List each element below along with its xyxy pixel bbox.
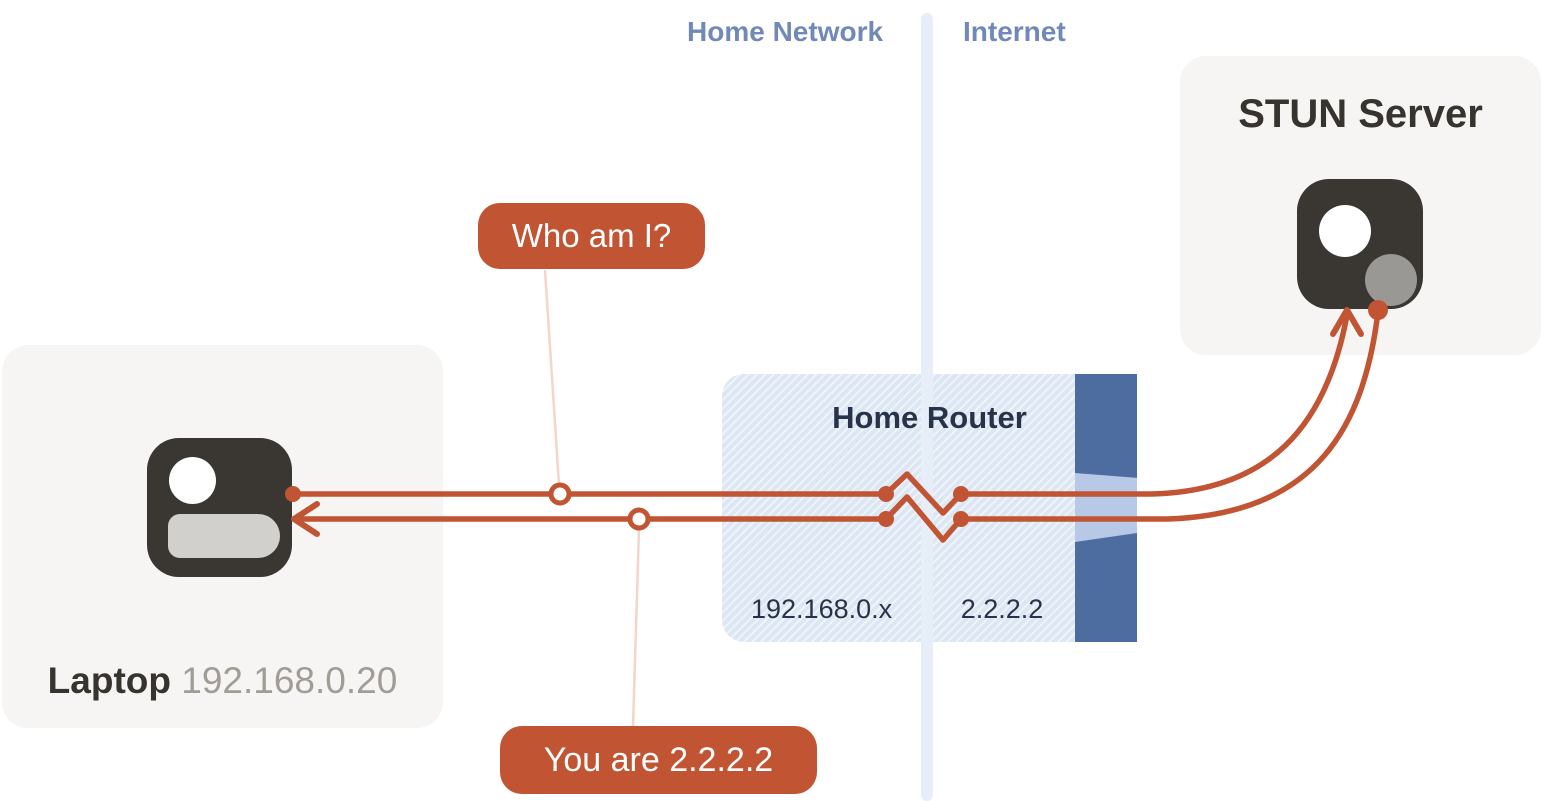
response-marker-ring bbox=[627, 507, 651, 531]
router-lan-bottom-dot bbox=[878, 511, 894, 527]
request-badge: Who am I? bbox=[478, 203, 705, 269]
router-lan-top-dot bbox=[878, 486, 894, 502]
router-wan-ip: 2.2.2.2 bbox=[960, 594, 1044, 624]
laptop-base-shape bbox=[168, 514, 280, 558]
laptop-ip: 192.168.0.20 bbox=[181, 660, 398, 701]
arrowhead-into-laptop bbox=[291, 501, 320, 537]
response-badge: You are 2.2.2.2 bbox=[500, 726, 817, 794]
laptop-screen-dot bbox=[169, 457, 216, 504]
internet-label: Internet bbox=[963, 16, 1066, 47]
arrowhead-into-server bbox=[1330, 307, 1364, 337]
server-icon bbox=[1297, 179, 1423, 309]
stun-server-title: STUN Server bbox=[1238, 92, 1483, 136]
nat-funnel bbox=[1075, 473, 1137, 542]
stun-server-card: STUN Server bbox=[1180, 56, 1541, 355]
server-led-gray bbox=[1365, 254, 1417, 306]
home-network-label: Home Network bbox=[687, 16, 884, 47]
laptop-card: Laptop 192.168.0.20 bbox=[2, 345, 443, 728]
router-lan-ip: 192.168.0.x bbox=[751, 594, 893, 624]
response-callout-line bbox=[631, 528, 641, 727]
laptop-origin-dot bbox=[285, 486, 301, 502]
request-marker-ring bbox=[548, 482, 572, 506]
network-boundary-divider bbox=[921, 13, 933, 801]
request-path bbox=[293, 314, 1350, 516]
request-callout-line bbox=[543, 269, 561, 486]
server-led-white bbox=[1319, 205, 1371, 257]
laptop-name: Laptop bbox=[47, 660, 171, 701]
laptop-icon bbox=[147, 438, 292, 577]
home-router-title: Home Router bbox=[832, 400, 1027, 435]
laptop-label: Laptop 192.168.0.20 bbox=[2, 660, 443, 702]
router-wan-top-dot bbox=[953, 486, 969, 502]
response-path bbox=[298, 311, 1381, 543]
server-origin-dot bbox=[1368, 300, 1388, 320]
router-wan-bottom-dot bbox=[953, 511, 969, 527]
